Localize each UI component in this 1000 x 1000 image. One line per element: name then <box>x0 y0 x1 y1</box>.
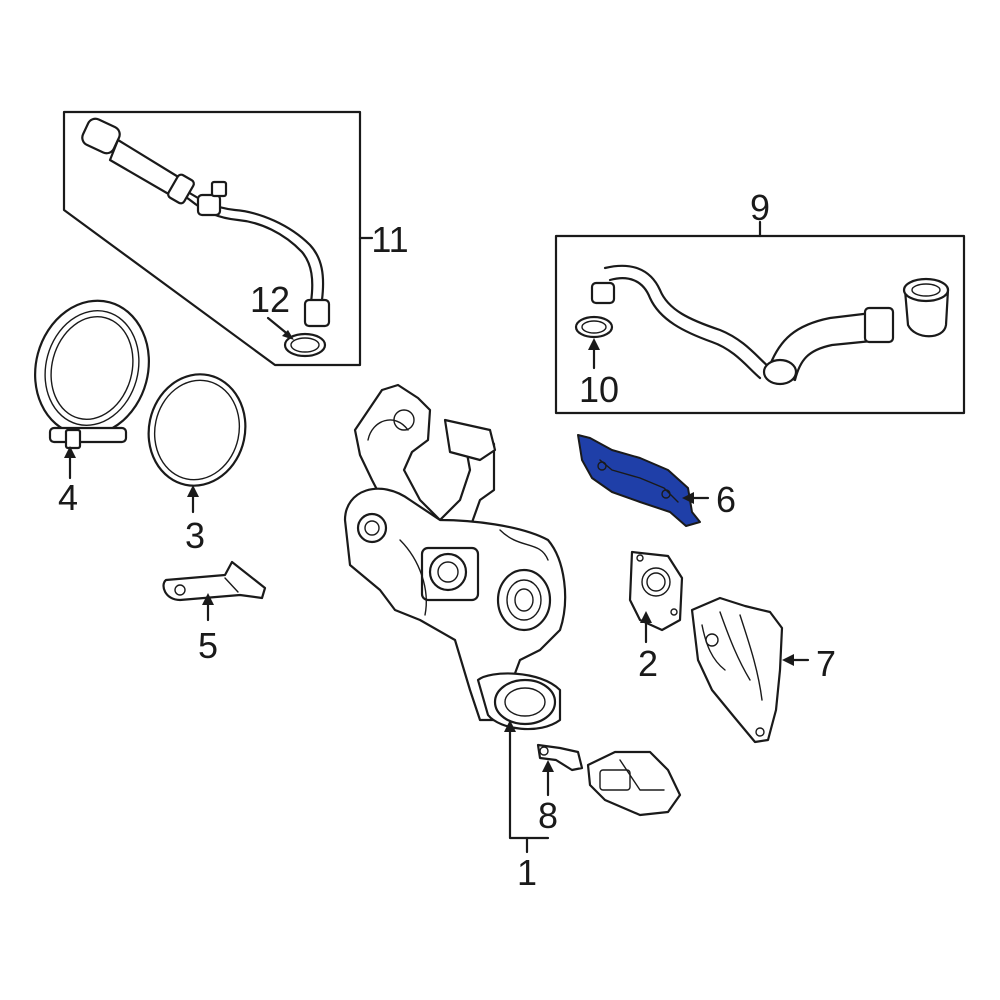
part-9-coolant-line[interactable] <box>590 264 950 386</box>
callout-12: 12 <box>250 279 290 320</box>
callout-3: 3 <box>185 515 205 556</box>
part-7-heat-shield[interactable] <box>690 596 784 744</box>
part-1-turbocharger[interactable] <box>343 383 567 731</box>
callout-4: 4 <box>58 477 78 518</box>
part-11-box <box>62 110 362 367</box>
callout-11: 11 <box>371 219 408 260</box>
callout-6: 6 <box>716 479 736 520</box>
part-6-heat-shield[interactable] <box>577 434 701 527</box>
part-3-gasket[interactable] <box>138 365 255 495</box>
callout-7: 7 <box>816 643 836 684</box>
part-2-gasket[interactable] <box>628 550 684 632</box>
part-10-o-ring[interactable] <box>574 315 614 339</box>
callout-8: 8 <box>538 795 558 836</box>
part-9-group <box>554 220 966 415</box>
callout-1: 1 <box>517 852 537 893</box>
part-4-clamp[interactable] <box>20 288 163 450</box>
part-11-group <box>62 110 374 367</box>
callout-9: 9 <box>750 187 770 228</box>
part-5-bracket[interactable] <box>162 560 267 602</box>
callout-2: 2 <box>638 643 658 684</box>
callout-10: 10 <box>579 369 619 410</box>
part-8-actuator[interactable] <box>536 743 682 817</box>
part-11-oil-line[interactable] <box>80 116 331 328</box>
callout-5: 5 <box>198 625 218 666</box>
